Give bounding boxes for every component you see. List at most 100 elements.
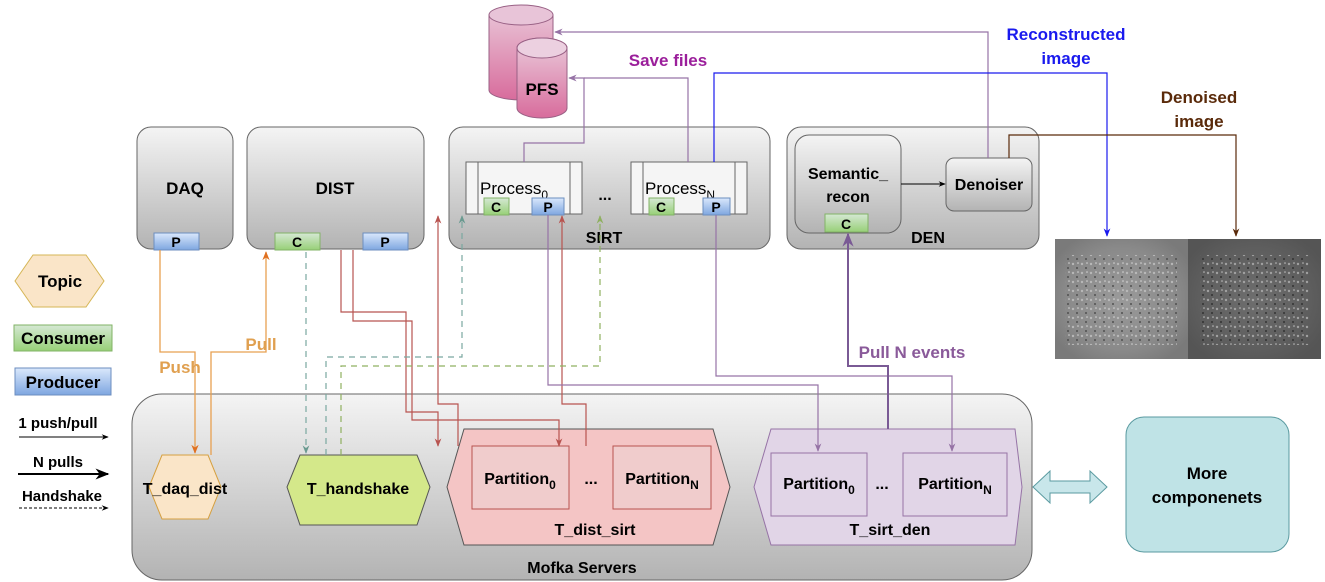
sirt-box[interactable]	[448, 126, 771, 250]
topic-t-dist-sirt[interactable]: Partition0 ... PartitionN T_dist_sirt	[446, 428, 731, 546]
more-components-box[interactable]	[1125, 416, 1290, 553]
legend-producer-label: Producer	[26, 373, 101, 392]
sirt-component[interactable]: SIRT Process0 C P ... ProcessN C P	[448, 126, 771, 250]
reconstructed-image	[1055, 239, 1188, 359]
save-files-label: Save files	[629, 51, 707, 70]
pull-n-events-label: Pull N events	[859, 343, 966, 362]
reconstructed-label-line1: Reconstructed	[1006, 25, 1125, 44]
sirt-den-partition-n-label: PartitionN	[918, 476, 992, 497]
handshake-processN-connector	[340, 215, 604, 455]
consumer-swatch-icon	[13, 324, 113, 352]
process0-producer-label: P	[543, 199, 552, 215]
processN-to-sirtden-connector	[715, 215, 956, 452]
legend-topic-label: Topic	[38, 272, 82, 291]
pfs-cylinder-front	[516, 37, 568, 119]
t-dist-sirt-label: T_dist_sirt	[555, 522, 637, 539]
denoised-label-line2: image	[1174, 112, 1223, 131]
sirt-process-0[interactable]: Process0 C P	[465, 161, 583, 216]
dist-box[interactable]	[246, 126, 425, 250]
legend-consumer: Consumer	[13, 324, 113, 352]
process0-consumer-badge	[483, 197, 510, 216]
sirt-ellipsis: ...	[598, 187, 611, 204]
denoised-image	[1188, 239, 1321, 359]
processN-producer-label: P	[711, 199, 720, 215]
dist-sirt-partition-0-label: Partition0	[484, 471, 556, 492]
reconstructed-image-connector	[713, 72, 1111, 237]
dist-to-partitionN-connector	[352, 250, 563, 447]
denoiser-label: Denoiser	[955, 177, 1023, 194]
legend-one-push-pull-label: 1 push/pull	[18, 415, 97, 432]
denoised-label-line1: Denoised	[1161, 88, 1238, 107]
t-daq-dist-hexagon[interactable]	[148, 454, 222, 520]
topic-t-sirt-den[interactable]: Partition0 ... PartitionN T_sirt_den	[753, 428, 1023, 546]
save-files-denoiser-connector	[554, 28, 989, 158]
semantic-recon-line2: recon	[826, 189, 870, 206]
semantic-recon-line1: Semantic_	[808, 166, 889, 183]
process0-to-sirtden-connector	[547, 215, 822, 452]
processN-consumer-label: C	[656, 199, 666, 215]
legend: Topic Consumer Producer 1 push/pull N pu…	[13, 254, 113, 511]
t-daq-dist-label: T_daq_dist	[143, 481, 228, 498]
daq-label: DAQ	[166, 179, 204, 198]
denoiser[interactable]: Denoiser	[945, 157, 1033, 212]
sirt-den-partition-0-label: Partition0	[783, 476, 855, 497]
reconstructed-label-line2: image	[1041, 49, 1090, 68]
dist-sirt-partition-n-label: PartitionN	[625, 471, 699, 492]
pfs-storage[interactable]: PFS	[488, 4, 568, 119]
sirt-den-partition-0[interactable]	[770, 452, 868, 517]
legend-handshake: Handshake	[19, 488, 109, 511]
t-handshake-hexagon[interactable]	[286, 454, 431, 526]
legend-one-push-pull: 1 push/pull	[18, 415, 109, 440]
t-handshake-label: T_handshake	[307, 481, 409, 498]
more-components-line2: componenets	[1152, 488, 1263, 507]
legend-topic: Topic	[14, 254, 105, 308]
den-consumer-badge	[824, 213, 869, 233]
semantic-recon[interactable]: Semantic_ recon C	[794, 134, 902, 234]
more-components-line1: More	[1187, 464, 1228, 483]
denoiser-box[interactable]	[945, 157, 1033, 212]
dist-sirt-partition-n[interactable]	[612, 445, 712, 510]
process0-consumer-label: C	[491, 199, 501, 215]
processN-label: ProcessN	[645, 179, 715, 202]
pfs-label: PFS	[525, 80, 558, 99]
topic-t-handshake[interactable]: T_handshake	[286, 454, 431, 526]
mofka-servers-label: Mofka Servers	[527, 560, 636, 577]
push-label: Push	[159, 358, 201, 377]
more-components[interactable]: More componenets	[1125, 416, 1290, 553]
push-connector	[159, 250, 199, 454]
handshake-process0-connector	[325, 215, 466, 455]
topic-hexagon-icon	[14, 254, 105, 308]
den-label: DEN	[911, 230, 945, 247]
denoised-image-connector	[1008, 134, 1240, 237]
sirt-den-partition-n[interactable]	[902, 452, 1008, 517]
connectors	[159, 28, 1240, 455]
sirt-label: SIRT	[586, 230, 623, 247]
pull-connector	[210, 251, 270, 455]
dist-consumer-label: C	[292, 234, 302, 250]
sirt-process-n[interactable]: ProcessN C P	[630, 161, 748, 216]
dist-sirt-partition-0[interactable]	[471, 445, 570, 510]
legend-consumer-label: Consumer	[21, 329, 105, 348]
legend-n-pulls-label: N pulls	[33, 454, 83, 471]
den-component[interactable]: DEN Semantic_ recon C Denoiser	[786, 126, 1040, 250]
dist-to-partition0-connector	[340, 250, 442, 447]
sirt-den-ellipsis: ...	[875, 476, 888, 493]
topic-t-daq-dist[interactable]: T_daq_dist	[143, 454, 228, 520]
pull-n-events-connector	[842, 232, 889, 429]
processN-consumer-badge	[648, 197, 675, 216]
producer-swatch-icon	[14, 367, 112, 396]
dist-component[interactable]: DIST C P	[246, 126, 425, 251]
daq-producer-label: P	[171, 234, 180, 250]
legend-n-pulls: N pulls	[18, 454, 110, 480]
pull-label: Pull	[245, 335, 276, 354]
dist-label: DIST	[316, 179, 355, 198]
daq-component[interactable]: DAQ P	[136, 126, 234, 251]
den-consumer-label: C	[841, 216, 851, 232]
bidirectional-arrow-icon	[1032, 469, 1108, 505]
dist-producer-label: P	[380, 234, 389, 250]
save-files-processN-connector	[584, 77, 689, 162]
partitionN-to-processN-connector	[558, 215, 587, 446]
partition0-to-process0-connector	[434, 215, 459, 446]
dist-sirt-ellipsis: ...	[584, 471, 597, 488]
